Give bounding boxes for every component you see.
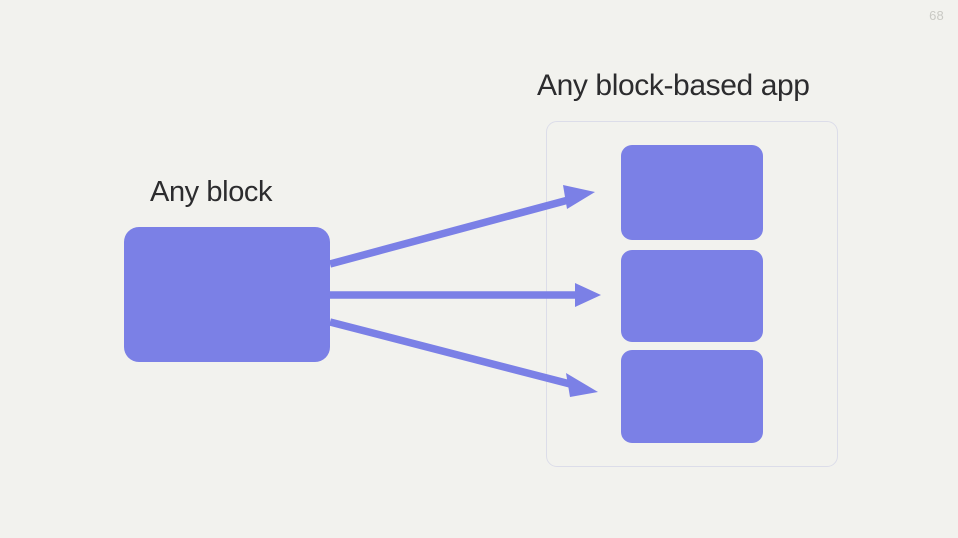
app-block-1-shape [621,145,763,240]
app-block-2-shape [621,250,763,342]
page-number: 68 [929,8,944,23]
app-block-3-shape [621,350,763,443]
any-block-shape [124,227,330,362]
app-container-title: Any block-based app [537,69,810,102]
source-block-label: Any block [150,176,273,208]
